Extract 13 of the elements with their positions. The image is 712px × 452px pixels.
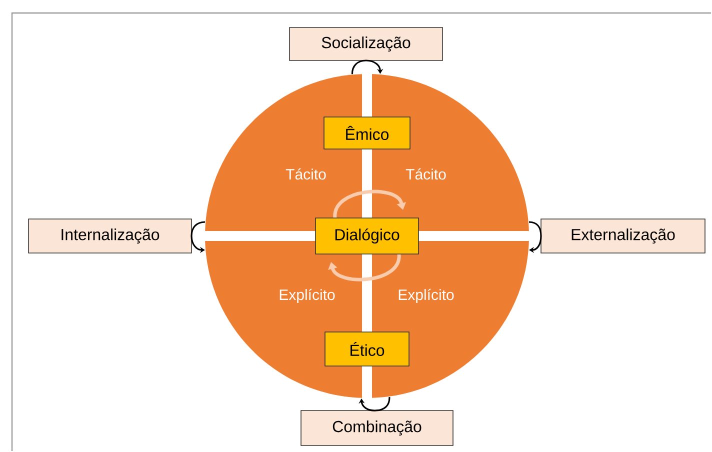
curved-arrow — [351, 60, 384, 74]
mode-box: Externalização — [540, 218, 706, 254]
quadrant-label: Tácito — [286, 168, 326, 180]
concept-box: Êmico — [324, 116, 410, 150]
concept-box: Ético — [324, 332, 410, 366]
quadrant-label: Explícito — [280, 288, 335, 304]
quadrant-label: Tácito — [406, 168, 446, 180]
mode-box: Combinação — [300, 410, 454, 446]
concept-box: Dialógico — [315, 218, 419, 254]
quadrant-label: Explícito — [398, 288, 454, 304]
mode-box: Socialização — [289, 27, 443, 61]
curved-arrow — [358, 397, 390, 412]
mode-box: Internalização — [28, 218, 192, 254]
